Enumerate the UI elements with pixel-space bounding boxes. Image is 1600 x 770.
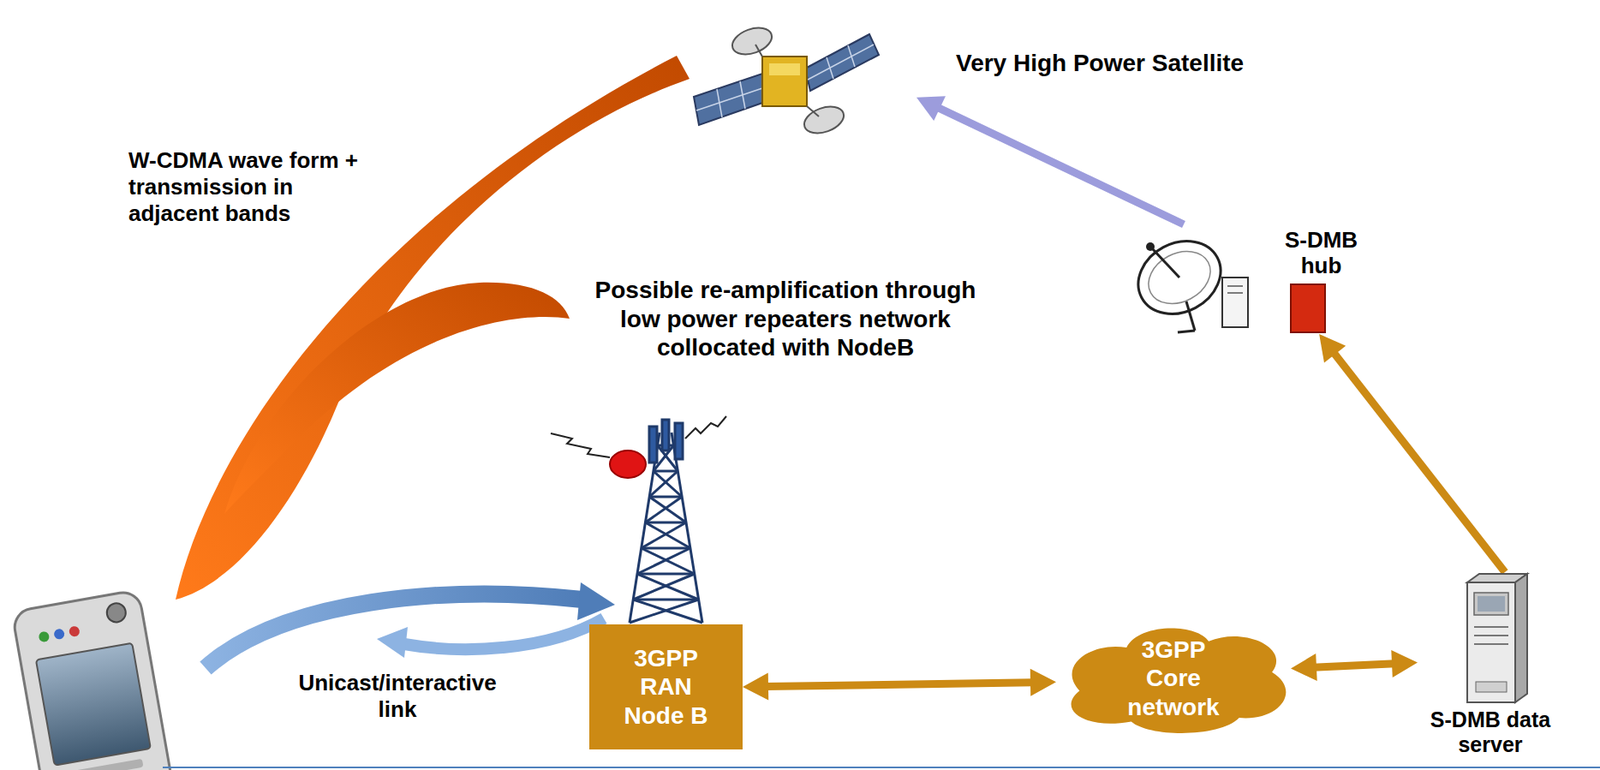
arrowhead [742, 673, 769, 701]
radio-lightning [685, 416, 727, 439]
repeater [609, 450, 646, 478]
connector-shaft [936, 107, 1183, 225]
annotation-label: Unicast/interactive link [286, 669, 509, 723]
footer-rule [162, 766, 1600, 769]
node-label: 3GPP RAN Node B [619, 644, 714, 731]
wave-swoosh [175, 55, 690, 600]
process-box: 3GPP RAN Node B [589, 624, 743, 750]
network-cloud: 3GPP Core network [1056, 616, 1291, 741]
arrowhead [1391, 650, 1418, 678]
mobile-phone [11, 589, 174, 770]
node-label: S-DMB data server [1417, 707, 1564, 758]
radio-lightning [550, 433, 610, 458]
node-label: 3GPP Core network [1117, 635, 1230, 723]
connector-arrow [1290, 650, 1418, 681]
arrowhead [1030, 668, 1057, 697]
arrowhead [1290, 653, 1318, 681]
wave-swoosh [224, 282, 570, 514]
arrowhead [916, 95, 946, 121]
nodeb-tower [629, 419, 703, 623]
connector-shaft [764, 682, 1034, 687]
data-server-icon [1417, 572, 1564, 706]
connector-arrow [742, 668, 1057, 701]
connector-shaft [1313, 663, 1396, 668]
hub-station: S-DMB hub [1126, 224, 1371, 335]
node-label: S-DMB hub [1271, 227, 1371, 280]
satellite: Very High Power Satellite [676, 15, 917, 146]
data-server: S-DMB data server [1417, 572, 1564, 758]
unicast-arrow [205, 594, 583, 669]
satellite-icon [676, 15, 917, 146]
arrowhead [1319, 334, 1346, 363]
unicast-arrowhead [577, 582, 615, 621]
unicast-arrow [404, 618, 604, 650]
connector-arrow [916, 95, 1184, 225]
unicast-arrowhead [376, 626, 408, 658]
connector-arrow [1319, 334, 1505, 573]
connector-shaft [1332, 352, 1505, 573]
annotation-label: W-CDMA wave form + transmission in adjac… [128, 147, 373, 228]
annotation-label: Possible re-amplification through low po… [592, 275, 979, 363]
node-label: Very High Power Satellite [955, 49, 1333, 78]
